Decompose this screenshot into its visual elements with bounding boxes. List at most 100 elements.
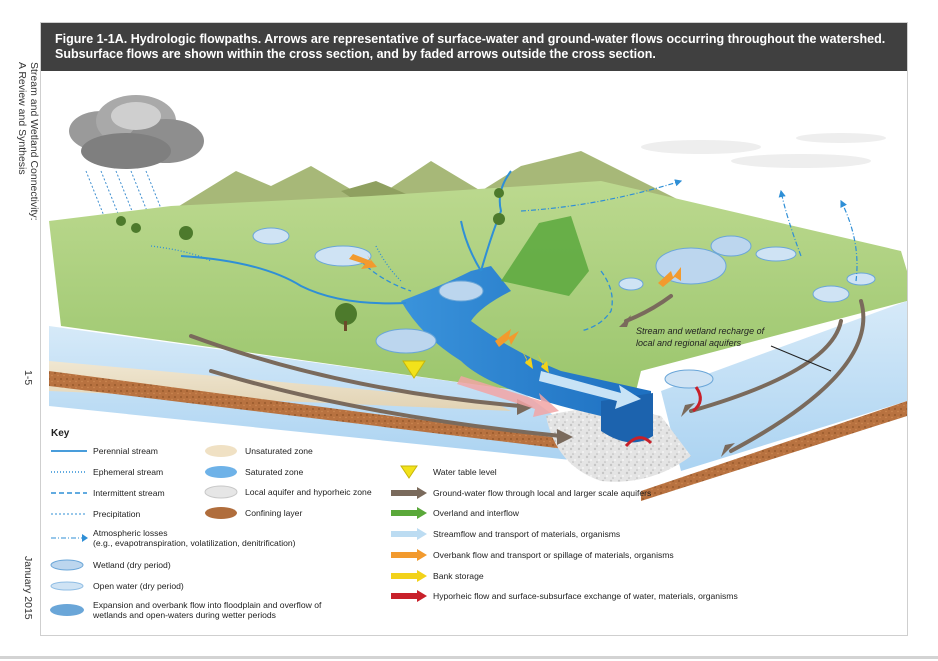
key-label-aquifer: Local aquifer and hyporheic zone bbox=[245, 487, 372, 497]
key-row-streamflow: Streamflow and transport of materials, o… bbox=[389, 527, 620, 541]
overbank-arrows bbox=[349, 254, 681, 347]
key-label-line1: Intermittent stream bbox=[93, 488, 165, 498]
key-label-bank: Bank storage bbox=[433, 571, 484, 581]
key-label-line1: Wetland (dry period) bbox=[93, 560, 171, 570]
key-row-ephemeral: Ephemeral stream bbox=[49, 465, 163, 479]
key-symbol-overland bbox=[391, 507, 427, 520]
key-row-groundwater: Ground-water flow through local and larg… bbox=[389, 486, 651, 500]
key-label-openwater: Open water (dry period) bbox=[93, 581, 184, 591]
groundwater-flow-arrows bbox=[189, 294, 866, 453]
page-bottom-rule bbox=[0, 656, 938, 659]
key-symbol-wetland bbox=[50, 559, 84, 571]
key-row-aquifer: Local aquifer and hyporheic zone bbox=[201, 485, 372, 499]
publication-date: January 2015 bbox=[22, 556, 34, 620]
key-row-atmospheric: Atmospheric losses(e.g., evapotranspirat… bbox=[49, 528, 296, 548]
running-head: Stream and Wetland Connectivity: A Revie… bbox=[16, 62, 40, 221]
channel-end bbox=[601, 393, 653, 443]
key-label-line1: Confining layer bbox=[245, 508, 303, 519]
bank-storage-arrows bbox=[521, 349, 549, 373]
hyporheic-zone bbox=[546, 408, 691, 482]
page-number: 1-5 bbox=[22, 370, 34, 386]
key-symbol-intermittent bbox=[51, 492, 87, 494]
key-symbol-aquifer bbox=[204, 485, 238, 499]
key-label-perennial: Perennial stream bbox=[93, 446, 158, 456]
key-symbol-watertable bbox=[400, 465, 418, 479]
key-row-watertable: Water table level bbox=[389, 465, 497, 479]
key-symbol-overbank bbox=[391, 548, 427, 561]
key-label-unsaturated: Unsaturated zone bbox=[245, 446, 313, 456]
key-symbol-confining bbox=[205, 507, 237, 520]
key-row-confining: Confining layer bbox=[201, 506, 302, 520]
key-label-groundwater: Ground-water flow through local and larg… bbox=[433, 488, 651, 498]
key-label-line1: Open water (dry period) bbox=[93, 581, 184, 591]
figure-title-line1: Figure 1-1A. Hydrologic flowpaths. Arrow… bbox=[55, 32, 886, 46]
key-row-intermittent: Intermittent stream bbox=[49, 486, 165, 500]
key-row-openwater: Open water (dry period) bbox=[49, 579, 184, 593]
streamflow-arrow bbox=[539, 371, 641, 409]
key-label-line1: Unsaturated zone bbox=[245, 446, 313, 456]
storm-cloud bbox=[69, 95, 204, 169]
intermittent-streams bbox=[360, 260, 613, 332]
key-label-precipitation: Precipitation bbox=[93, 509, 140, 519]
recharge-annotation-line1: Stream and wetland recharge of bbox=[636, 326, 766, 336]
key-label-saturated: Saturated zone bbox=[245, 467, 303, 477]
key-row-perennial: Perennial stream bbox=[49, 444, 158, 458]
wetlands bbox=[252, 227, 876, 389]
confining-layer-right bbox=[641, 401, 907, 501]
key-label-ephemeral: Ephemeral stream bbox=[93, 467, 163, 477]
key-symbol-perennial bbox=[51, 450, 87, 452]
key-symbol-openwater bbox=[50, 581, 84, 591]
key-label-line2: (e.g., evapotranspiration, volatilizatio… bbox=[93, 538, 296, 548]
key-row-unsaturated: Unsaturated zone bbox=[201, 444, 313, 458]
key-label-line1: Atmospheric losses bbox=[93, 528, 168, 538]
key-heading: Key bbox=[51, 428, 70, 439]
unsaturated-zone bbox=[49, 361, 511, 411]
key-symbol-expansion bbox=[50, 604, 84, 616]
key-label-overbank: Overbank flow and transport or spillage … bbox=[433, 550, 674, 560]
key-label-intermittent: Intermittent stream bbox=[93, 488, 165, 498]
distant-clouds bbox=[641, 133, 886, 168]
key-label-line1: Expansion and overbank flow into floodpl… bbox=[93, 600, 322, 610]
confining-layer bbox=[49, 371, 581, 451]
key-row-saturated: Saturated zone bbox=[201, 465, 303, 479]
key-label-watertable: Water table level bbox=[433, 467, 497, 477]
key-row-wetland: Wetland (dry period) bbox=[49, 558, 171, 572]
key-symbol-bank bbox=[391, 569, 427, 582]
key-symbol-precipitation bbox=[51, 513, 87, 515]
key-symbol-groundwater bbox=[391, 486, 427, 499]
key-label-line1: Saturated zone bbox=[245, 466, 304, 477]
key-label-confining: Confining layer bbox=[245, 508, 302, 518]
watershed-illustration: Stream and wetland recharge of local and… bbox=[49, 95, 907, 501]
annotation-leader bbox=[770, 345, 832, 372]
key-symbol-atmospheric bbox=[51, 534, 88, 542]
figure-title-line2: Subsurface flows are shown within the cr… bbox=[55, 47, 656, 61]
key-label-line1: Streamflow and transport of materials, o… bbox=[433, 529, 621, 540]
overland-flow-sheet bbox=[501, 216, 589, 296]
atmospheric-loss-lines bbox=[520, 179, 858, 282]
key-label-overland: Overland and interflow bbox=[433, 508, 519, 518]
key-label-line1: Overbank flow and transport or spillage … bbox=[433, 549, 674, 560]
key-label-streamflow: Streamflow and transport of materials, o… bbox=[433, 529, 620, 539]
water-table-marker bbox=[402, 360, 426, 379]
key-symbol-streamflow bbox=[391, 528, 427, 541]
key-row-expansion: Expansion and overbank flow into floodpl… bbox=[49, 600, 321, 620]
key-label-hyporheic: Hyporheic flow and surface-subsurface ex… bbox=[433, 591, 738, 601]
key-label-line1: Precipitation bbox=[93, 509, 141, 519]
key-symbol-saturated bbox=[205, 465, 237, 478]
streams bbox=[180, 170, 512, 305]
key-row-bank: Bank storage bbox=[389, 569, 484, 583]
key-label-line2: wetlands and open-waters during wetter p… bbox=[93, 610, 276, 620]
running-head-line1: Stream and Wetland Connectivity: bbox=[28, 62, 40, 221]
key-row-hyporheic: Hyporheic flow and surface-subsurface ex… bbox=[389, 589, 738, 603]
key-symbol-unsaturated bbox=[205, 445, 237, 457]
key-symbol-ephemeral bbox=[51, 471, 87, 473]
key-label-line1: Ephemeral stream bbox=[93, 467, 164, 477]
key-symbol-hyporheic bbox=[391, 590, 427, 603]
key-label-atmospheric: Atmospheric losses(e.g., evapotranspirat… bbox=[93, 528, 296, 548]
figure-title-bar: Figure 1-1A. Hydrologic flowpaths. Arrow… bbox=[41, 23, 907, 71]
key-label-expansion: Expansion and overbank flow into floodpl… bbox=[93, 600, 321, 620]
trees bbox=[116, 188, 505, 331]
saturated-zone-right bbox=[661, 301, 907, 471]
key-label-line1: Local aquifer and hyporheic zone bbox=[245, 487, 372, 498]
key-row-overbank: Overbank flow and transport or spillage … bbox=[389, 548, 674, 562]
